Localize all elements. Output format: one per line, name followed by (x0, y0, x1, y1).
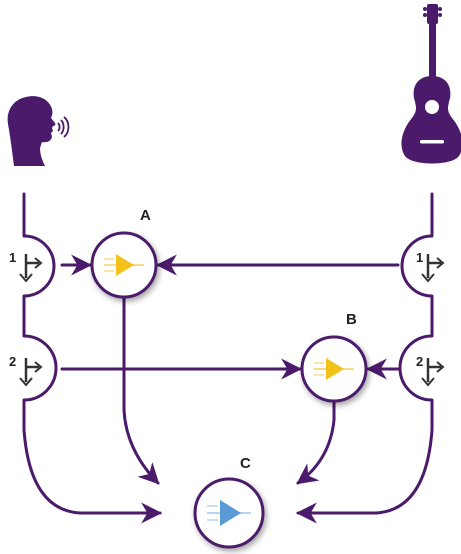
right-send-2-number: 2 (416, 354, 423, 369)
right-send-2: 2 (398, 334, 445, 402)
amplifier-icon (104, 254, 144, 276)
right-send-1: 1 (400, 234, 445, 298)
amplifier-icon (314, 358, 354, 380)
acoustic-guitar-icon (401, 4, 461, 164)
left-send-2-number: 2 (9, 354, 16, 369)
send-tap-icon (19, 358, 43, 387)
b-to-c-line (296, 399, 336, 485)
node-a: A (90, 207, 158, 299)
voice-to-c-line (22, 398, 163, 524)
node-b-label: B (346, 311, 357, 328)
amplifier-icon (207, 500, 251, 526)
node-a-label: A (140, 207, 151, 224)
left-send-2: 2 (9, 334, 58, 402)
send-tap-icon (421, 358, 445, 387)
guitar-to-c-line (295, 398, 434, 524)
node-c: C (193, 455, 265, 549)
right-send-1-number: 1 (416, 250, 423, 265)
node-b: B (300, 311, 368, 403)
left-send-1-number: 1 (9, 250, 16, 265)
left-send-1: 1 (9, 234, 56, 298)
send-tap-icon (421, 254, 445, 283)
singer-head-icon (7, 96, 70, 166)
node-c-label: C (240, 455, 251, 472)
a-to-c-line (122, 295, 160, 485)
send-tap-icon (19, 254, 43, 283)
